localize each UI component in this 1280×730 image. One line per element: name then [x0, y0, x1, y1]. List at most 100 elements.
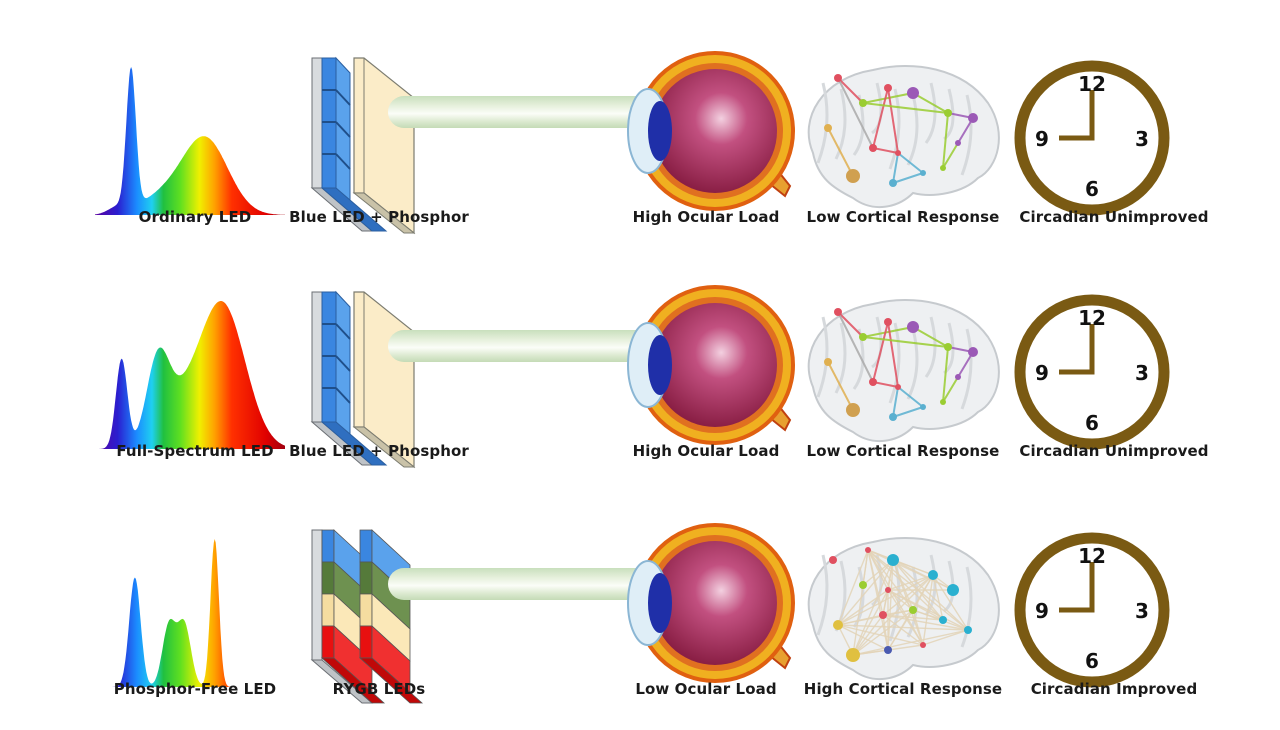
- network-edge: [897, 386, 924, 408]
- eye-icon: [627, 285, 795, 445]
- network-node: [879, 611, 887, 619]
- substrate-plate: [311, 529, 323, 661]
- network-node: [940, 165, 946, 171]
- light-beam: [388, 330, 673, 362]
- network-node: [920, 404, 926, 410]
- ocular-load-label: High Ocular Load: [632, 208, 780, 226]
- led-emitter-icon: [310, 290, 416, 469]
- cortical-response-label: Low Cortical Response: [806, 442, 1000, 460]
- network-edge: [837, 624, 889, 651]
- rygb-led-segment: [359, 625, 373, 659]
- circadian-label: Circadian Unimproved: [1019, 442, 1209, 460]
- network-edge: [892, 559, 954, 591]
- network-edge: [872, 381, 899, 388]
- network-node: [834, 308, 842, 316]
- comparison-row-3: Phosphor-Free LED RYGB LEDs Low Ocular L…: [0, 500, 1280, 730]
- rygb-led-segment: [321, 625, 335, 659]
- network-edge: [837, 589, 889, 626]
- clock-hands: [1059, 324, 1095, 375]
- ocular-load-label: High Ocular Load: [632, 442, 780, 460]
- substrate-plate: [311, 291, 323, 423]
- emitter-label: Blue LED + Phosphor: [289, 442, 469, 460]
- network-node: [968, 347, 978, 357]
- network-edge: [887, 574, 934, 591]
- network-edge: [872, 87, 889, 149]
- network-node: [955, 140, 961, 146]
- network-edge: [867, 549, 944, 621]
- network-node: [895, 150, 901, 156]
- network-node: [869, 378, 877, 386]
- network-node: [887, 554, 899, 566]
- network-node: [895, 384, 901, 390]
- network-edge: [827, 361, 854, 411]
- network-edge: [837, 559, 894, 626]
- network-node: [869, 144, 877, 152]
- led-emitter-icon: [310, 529, 424, 704]
- network-edge: [837, 77, 864, 104]
- network-node: [884, 84, 892, 92]
- network-node: [859, 99, 867, 107]
- spectrum-chart: [95, 301, 285, 449]
- emitter-label: RYGB LEDs: [332, 680, 426, 698]
- network-node: [944, 109, 952, 117]
- rygb-led-segment: [321, 561, 335, 595]
- emitter-label: Blue LED + Phosphor: [289, 208, 469, 226]
- network-edge: [837, 614, 884, 626]
- network-edge: [837, 624, 924, 646]
- clock-numeral: 12: [1078, 544, 1106, 568]
- network-edge: [892, 172, 924, 184]
- network-edge: [837, 77, 874, 149]
- clock-numeral: 9: [1035, 361, 1049, 385]
- network-node: [846, 403, 860, 417]
- network-node: [885, 587, 891, 593]
- network-edge: [922, 629, 969, 646]
- rygb-led-segment: [359, 593, 373, 627]
- rygb-led-segment: [359, 561, 373, 595]
- network-node: [859, 333, 867, 341]
- eyeball: [653, 541, 777, 665]
- network-edge: [852, 589, 889, 656]
- spectrum-label: Ordinary LED: [138, 208, 252, 226]
- network-node: [955, 374, 961, 380]
- network-edge: [892, 559, 924, 646]
- network-node: [824, 358, 832, 366]
- network-edge: [942, 346, 949, 403]
- network-edge: [882, 614, 969, 631]
- network-edge: [897, 152, 924, 174]
- network-node: [968, 113, 978, 123]
- network-node: [829, 556, 837, 564]
- clock-hands: [1059, 562, 1095, 613]
- network-node: [865, 547, 871, 553]
- network-edge: [852, 549, 869, 656]
- network-edge: [887, 559, 894, 651]
- spectrum-chart: [95, 67, 285, 215]
- network-edge: [932, 574, 944, 621]
- network-node: [964, 626, 972, 634]
- clock-numeral: 3: [1135, 361, 1149, 385]
- brain-network-icon: [807, 65, 1000, 209]
- eyeball: [653, 303, 777, 427]
- clock-numeral: 9: [1035, 127, 1049, 151]
- network-edge: [852, 559, 894, 656]
- light-beam: [388, 568, 673, 600]
- network-node: [824, 124, 832, 132]
- network-edge: [892, 559, 934, 576]
- network-edge: [852, 614, 884, 656]
- network-edge: [887, 589, 914, 611]
- network-node: [889, 413, 897, 421]
- network-edge: [872, 321, 889, 383]
- spectrum-curve: [95, 301, 285, 449]
- network-node: [833, 620, 843, 630]
- spectrum-label: Phosphor-Free LED: [113, 680, 277, 698]
- network-edge: [882, 614, 944, 621]
- network-edge: [892, 406, 924, 418]
- network-edge: [942, 112, 949, 169]
- network-node: [920, 642, 926, 648]
- network-edge: [872, 147, 899, 154]
- network-node: [859, 581, 867, 589]
- led-emitter-icon: [310, 56, 416, 235]
- cortical-response-label: High Cortical Response: [803, 680, 1003, 698]
